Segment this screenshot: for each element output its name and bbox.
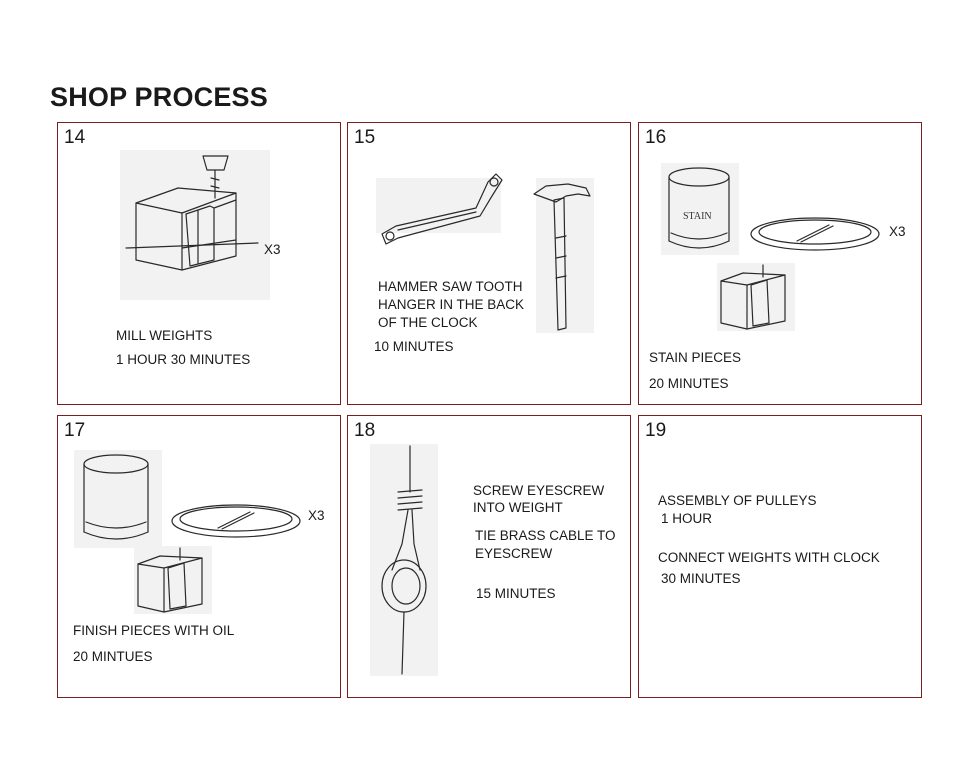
step-label: CONNECT WEIGHTS WITH CLOCK <box>658 549 880 567</box>
step-label: FINISH PIECES WITH OIL <box>73 622 234 640</box>
panel-16: 16 STAIN X3 STAIN PIECES 20 MINUTES <box>638 122 922 405</box>
step-number: 19 <box>645 420 666 442</box>
step-label: EYESCREW <box>475 545 552 563</box>
time-label: 20 MINTUES <box>73 648 153 666</box>
stain-can-sketch: STAIN <box>661 163 741 258</box>
step-label: MILL WEIGHTS <box>116 327 212 345</box>
panel-14: 14 X3 MILL WEIGHTS 1 HOUR 30 MINUTES <box>57 122 341 405</box>
step-number: 16 <box>645 127 666 149</box>
step-number: 15 <box>354 127 375 149</box>
step-label: SCREW EYESCREW <box>473 482 604 500</box>
multiplier-label: X3 <box>308 507 325 525</box>
time-label: 10 MINUTES <box>374 338 454 356</box>
time-label: 20 MINUTES <box>649 375 729 393</box>
multiplier-label: X3 <box>264 241 281 259</box>
panel-18: 18 SCREW EYESCREW INTO WEIGHT TIE BRASS … <box>347 415 631 698</box>
weight-block-sketch <box>717 263 797 333</box>
clock-face-sketch <box>747 211 887 261</box>
page-title: SHOP PROCESS <box>50 82 268 113</box>
hammer-icon <box>528 178 598 338</box>
mill-weights-sketch <box>118 148 318 308</box>
step-label: STAIN PIECES <box>649 349 741 367</box>
can-label: STAIN <box>683 211 712 222</box>
step-label: HANGER IN THE BACK <box>378 296 524 314</box>
step-label: OF THE CLOCK <box>378 314 478 332</box>
step-label: ASSEMBLY OF PULLEYS <box>658 492 817 510</box>
step-number: 18 <box>354 420 375 442</box>
time-label: 1 HOUR <box>661 510 712 528</box>
step-label: INTO WEIGHT <box>473 499 563 517</box>
weight-block-sketch <box>134 546 214 616</box>
eyescrew-cable-sketch <box>370 444 440 679</box>
panel-15: 15 HAMMER SAW TOOTH HANGER IN THE BACK O… <box>347 122 631 405</box>
step-number: 17 <box>64 420 85 442</box>
saw-tooth-hanger-sketch <box>376 168 506 248</box>
time-label: 30 MINUTES <box>661 570 741 588</box>
step-number: 14 <box>64 127 85 149</box>
oil-can-sketch <box>74 450 164 550</box>
step-label: TIE BRASS CABLE TO <box>475 527 616 545</box>
time-label: 1 HOUR 30 MINUTES <box>116 351 250 369</box>
multiplier-label: X3 <box>889 223 906 241</box>
time-label: 15 MINUTES <box>476 585 556 603</box>
panel-17: 17 X3 FINISH PIECES WITH OIL 20 MINTUES <box>57 415 341 698</box>
clock-face-sketch <box>168 498 308 548</box>
panel-19: 19 ASSEMBLY OF PULLEYS 1 HOUR CONNECT WE… <box>638 415 922 698</box>
step-label: HAMMER SAW TOOTH <box>378 278 523 296</box>
